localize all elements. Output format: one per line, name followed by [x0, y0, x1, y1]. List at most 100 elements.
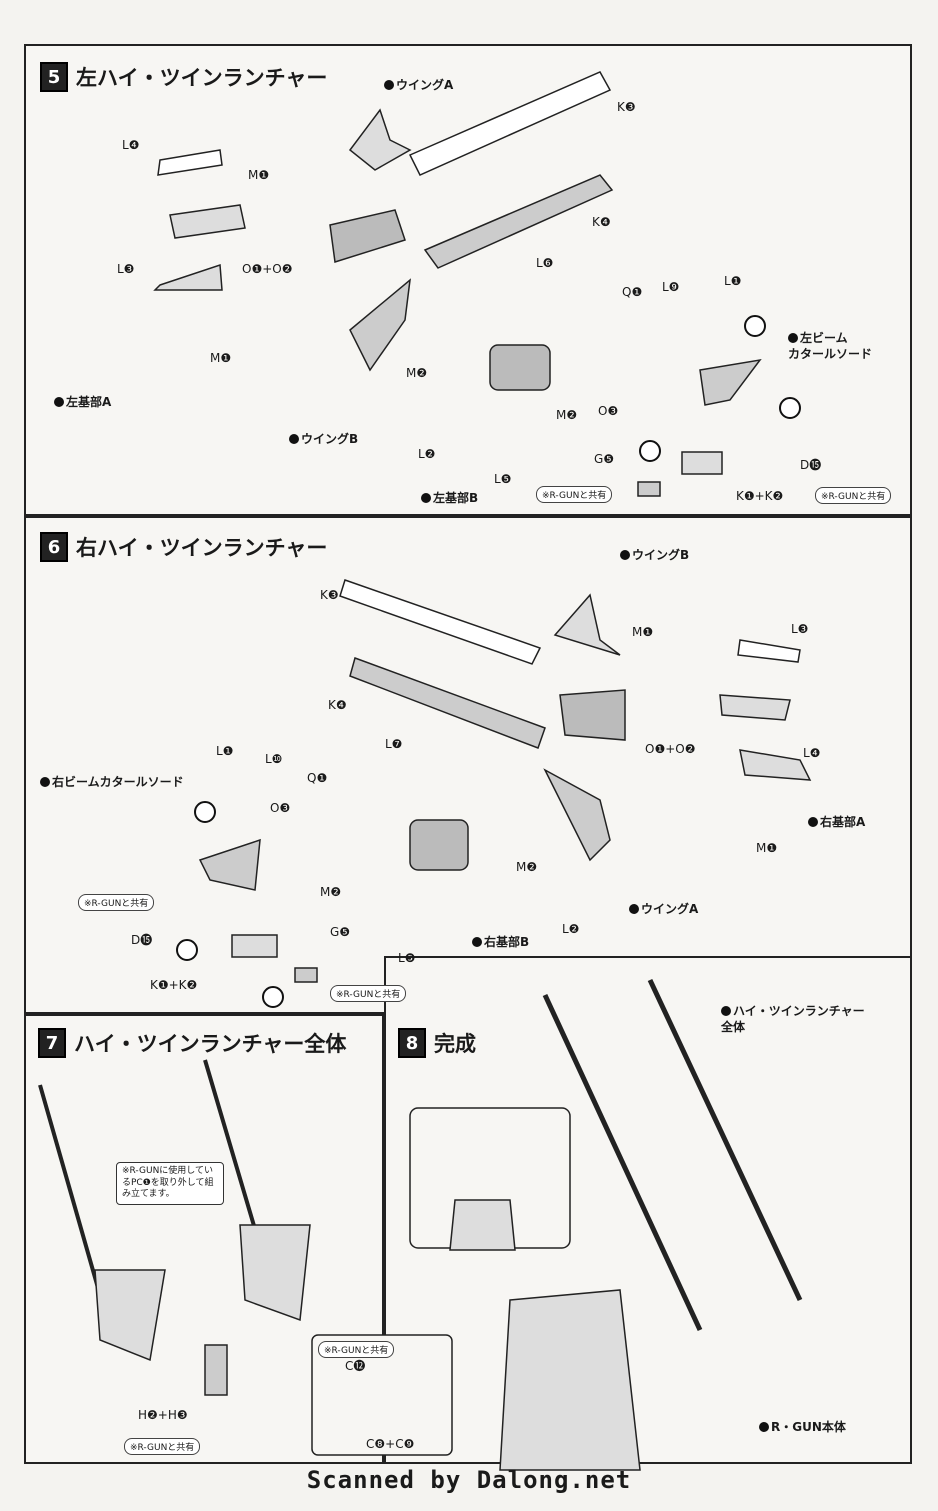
bullet-icon: [721, 1006, 731, 1016]
scan-credit: Scanned by Dalong.net: [306, 1466, 632, 1494]
label: L❺: [398, 951, 416, 965]
label-text: ウイングA: [396, 78, 454, 92]
label: D⓯: [800, 458, 822, 472]
label: R・GUN本体: [759, 1418, 846, 1435]
label: 左基部A: [54, 393, 111, 410]
shared-note: ※R-GUNと共有: [78, 894, 155, 911]
step7-number: 7: [38, 1028, 66, 1058]
label: L❶: [216, 744, 234, 758]
final-barrel-2: [647, 978, 803, 1302]
step5-header: 5 左ハイ・ツインランチャー: [40, 62, 327, 92]
label: 右ビームカタールソード: [40, 773, 184, 790]
label: L❹: [803, 746, 821, 760]
step6-header: 6 右ハイ・ツインランチャー: [40, 532, 327, 562]
label: C❽+C❾: [366, 1437, 415, 1451]
label: ハイ・ツインランチャー 全体: [721, 1003, 865, 1035]
label: L❸: [791, 622, 809, 636]
label: L❺: [494, 472, 512, 486]
k3-rail-left: [408, 71, 612, 176]
label: G❺: [594, 452, 615, 466]
r-gun-body: [499, 1289, 641, 1471]
l3-part: [153, 263, 223, 291]
label: M❶: [210, 351, 232, 365]
step6-title: 右ハイ・ツインランチャー: [76, 536, 328, 560]
beam-sword-left: [699, 358, 762, 406]
step5-panel: [24, 44, 912, 516]
label: M❷: [556, 408, 578, 422]
label: L❾: [662, 280, 680, 294]
bullet-icon: [40, 777, 50, 787]
label-text: 左基部B: [433, 491, 479, 505]
launcher-body-1: [94, 1269, 166, 1362]
label-text: 右ビームカタールソード: [52, 775, 184, 789]
label: L❶: [724, 274, 742, 288]
base-a-left: [169, 204, 246, 239]
label: G❺: [330, 925, 351, 939]
bullet-icon: [759, 1422, 769, 1432]
label: 右基部A: [808, 813, 865, 830]
label: K❸: [617, 100, 636, 114]
bullet-icon: [289, 434, 299, 444]
label: 右基部B: [472, 933, 529, 950]
label: K❹: [592, 215, 611, 229]
label-text: 左ビーム カタールソード: [788, 331, 873, 362]
step7-header: 7 ハイ・ツインランチャー全体: [38, 1028, 346, 1058]
label: L❼: [385, 737, 403, 751]
bullet-icon: [620, 550, 630, 560]
label-text: ハイ・ツインランチャー 全体: [721, 1004, 865, 1035]
label: L❹: [122, 138, 140, 152]
label: M❷: [516, 860, 538, 874]
step7-title: ハイ・ツインランチャー全体: [74, 1032, 347, 1056]
inset-box-7: [311, 1334, 453, 1456]
label-text: 右基部B: [484, 935, 530, 949]
label: ウイングA: [629, 900, 698, 917]
label-text: ウイングB: [301, 432, 359, 446]
shared-note: ※R-GUNと共有: [330, 985, 407, 1002]
label-text: ウイングA: [641, 902, 699, 916]
label: M❷: [320, 885, 342, 899]
shared-note: ※R-GUNと共有: [815, 487, 892, 504]
inset-backpack: [449, 1199, 516, 1251]
label: M❶: [756, 841, 778, 855]
l3-part-r: [737, 639, 801, 663]
label: L❸: [117, 262, 135, 276]
wing-b-right: [553, 593, 621, 656]
warning-marks: [176, 315, 801, 1008]
label: O❶+O❷: [645, 742, 696, 756]
l4-part: [157, 149, 223, 176]
base-b-left: [489, 344, 551, 391]
launcher-body-2: [239, 1224, 311, 1322]
step8-title: 完成: [434, 1032, 476, 1056]
label: K❶+K❷: [736, 489, 784, 503]
label: 左基部B: [421, 489, 478, 506]
bullet-icon: [54, 397, 64, 407]
bullet-icon: [788, 333, 798, 343]
base-a-right-piece: [719, 694, 791, 721]
label: K❶+K❷: [150, 978, 198, 992]
label: L❿: [265, 752, 283, 766]
label: ウイングA: [384, 76, 453, 93]
step6-number: 6: [40, 532, 68, 562]
wing-b-left: [349, 278, 411, 372]
k12-left: [681, 451, 723, 475]
step5-number: 5: [40, 62, 68, 92]
k4-rail-right: [349, 657, 546, 749]
bullet-icon: [384, 80, 394, 90]
k12-right: [231, 934, 278, 958]
label: O❶+O❷: [242, 262, 293, 276]
step5-title: 左ハイ・ツインランチャー: [76, 66, 328, 90]
label-text: ウイングB: [632, 548, 690, 562]
label: M❷: [406, 366, 428, 380]
step8-header: 8 完成: [398, 1028, 476, 1058]
connector-h: [204, 1344, 228, 1396]
label: Q❶: [307, 771, 328, 785]
label: M❶: [248, 168, 270, 182]
label: O❸: [270, 801, 291, 815]
label-text: 右基部A: [820, 815, 866, 829]
l4-part-r: [739, 749, 812, 781]
label: 左ビーム カタールソード: [788, 330, 872, 362]
base-core-left: [329, 209, 406, 263]
wing-a-right: [543, 768, 611, 862]
g5-left: [637, 481, 661, 497]
bullet-icon: [808, 817, 818, 827]
